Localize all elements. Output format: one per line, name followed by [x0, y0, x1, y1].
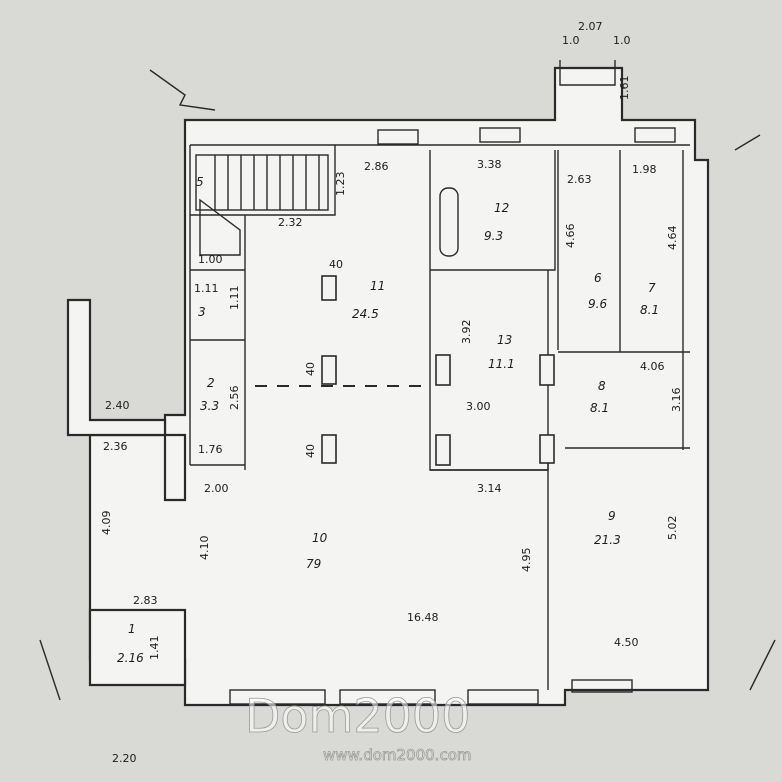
- room-13-number: 13: [497, 333, 512, 347]
- room-5-number: 5: [196, 175, 204, 189]
- dim-w111: 1.11: [194, 282, 219, 295]
- room-13-area: 11.1: [488, 357, 515, 371]
- dim-h410: 4.10: [198, 536, 211, 561]
- room-9-number: 9: [608, 509, 616, 523]
- dim-top-outside: 2.07: [578, 20, 603, 33]
- watermark-brand: Dom2000: [245, 689, 470, 743]
- dim-h316: 3.16: [670, 388, 683, 413]
- dim-stair-right: 1.0: [613, 34, 631, 47]
- dim-w263: 2.63: [567, 173, 592, 186]
- bathtub: [439, 187, 459, 257]
- room-9-area: 21.3: [594, 533, 621, 547]
- dim-h502: 5.02: [666, 516, 679, 541]
- dim-h141: 1.41: [148, 636, 161, 661]
- room-11-area: 24.5: [352, 307, 379, 321]
- break-line: [149, 69, 216, 111]
- dim-h123: 1.23: [334, 172, 347, 197]
- dimension-labels: 2.07 1.0 1.0 1.61 2.86 3.38 2.63 1.98 2.…: [100, 20, 683, 765]
- dim-w220: 2.20: [112, 752, 137, 765]
- dim-h466: 4.66: [564, 224, 577, 249]
- room-1-area: 2.16: [117, 651, 144, 665]
- dim-w450: 4.50: [614, 636, 639, 649]
- columns: [321, 275, 555, 466]
- room-10-number: 10: [312, 531, 328, 545]
- windows: [229, 127, 676, 705]
- dim-w232: 2.32: [278, 216, 303, 229]
- interior-walls: [189, 144, 690, 690]
- dim-stair-side: 1.61: [618, 76, 631, 101]
- dim-w200: 2.00: [204, 482, 229, 495]
- column-size-label: 40: [304, 444, 317, 458]
- room-3-number: 3: [198, 305, 206, 319]
- room-2-number: 2: [207, 376, 215, 390]
- break-line: [749, 639, 776, 691]
- dim-h392: 3.92: [460, 320, 473, 345]
- dim-w286: 2.86: [364, 160, 389, 173]
- dim-w1648: 16.48: [407, 611, 439, 624]
- room-8-number: 8: [598, 379, 606, 393]
- column-size-label: 40: [329, 258, 343, 271]
- dim-h464: 4.64: [666, 226, 679, 251]
- dim-h409: 4.09: [100, 511, 113, 536]
- room-10-area: 79: [306, 557, 321, 571]
- room-1-number: 1: [128, 622, 136, 636]
- dim-w314: 3.14: [477, 482, 502, 495]
- dim-w338: 3.38: [477, 158, 502, 171]
- room-2-area: 3.3: [200, 399, 219, 413]
- dim-w300: 3.00: [466, 400, 491, 413]
- break-line: [39, 639, 61, 701]
- room-12-area: 9.3: [484, 229, 503, 243]
- dim-w283: 2.83: [133, 594, 158, 607]
- column-size-label: 40: [304, 362, 317, 376]
- dim-h111: 1.11: [228, 286, 241, 311]
- dim-h495: 4.95: [520, 548, 533, 573]
- room-12-number: 12: [494, 201, 509, 215]
- dim-w176: 1.76: [198, 443, 223, 456]
- room-7-number: 7: [648, 281, 656, 295]
- dim-w100: 1.00: [198, 253, 223, 266]
- dim-w240: 2.40: [105, 399, 130, 412]
- room-labels: 1 2.16 2 3.3 3 5 6 9.6 7 8.1 8 8.1 9 21.…: [117, 175, 659, 665]
- room-6-area: 9.6: [588, 297, 607, 311]
- break-line: [734, 134, 761, 151]
- room-6-number: 6: [594, 271, 602, 285]
- room-7-area: 8.1: [640, 303, 659, 317]
- dim-h256: 2.56: [228, 386, 241, 411]
- staircase: [195, 60, 616, 256]
- dim-w406: 4.06: [640, 360, 665, 373]
- room-11-number: 11: [370, 279, 385, 293]
- dim-w198: 1.98: [632, 163, 657, 176]
- watermark-url: www.dom2000.com: [323, 746, 471, 764]
- dim-stair-left: 1.0: [562, 34, 580, 47]
- dim-w236: 2.36: [103, 440, 128, 453]
- room-8-area: 8.1: [590, 401, 609, 415]
